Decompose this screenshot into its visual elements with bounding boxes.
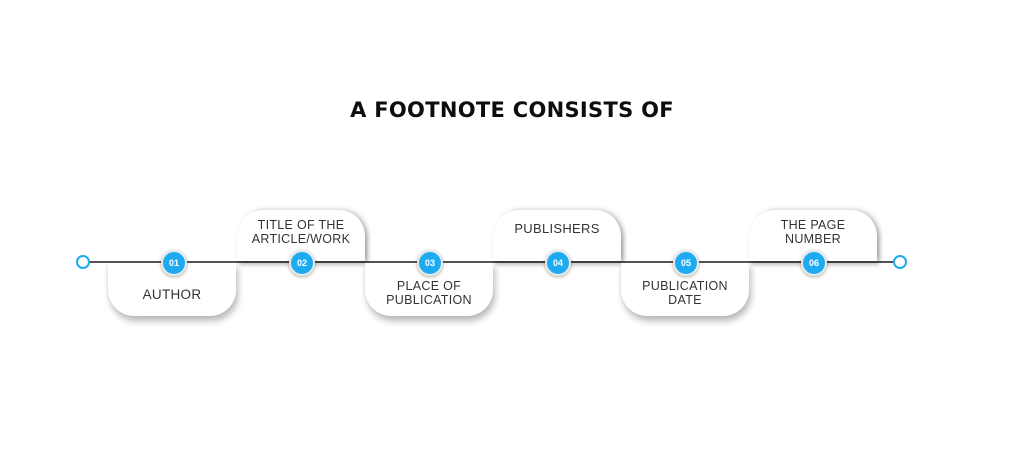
step-label-line2: ARTICLE/WORK — [251, 231, 351, 246]
diagram-title: A FOOTNOTE CONSISTS OF — [350, 98, 674, 122]
step-number-badge: 06 — [801, 250, 827, 276]
step-label-line1: PUBLICATION — [642, 278, 728, 293]
step-label-line1: TITLE OF THE — [257, 217, 345, 232]
step-number-badge: 01 — [161, 250, 187, 276]
step-label-line1: THE PAGE — [780, 217, 846, 232]
timeline-line — [88, 261, 894, 263]
step-number-badge: 02 — [289, 250, 315, 276]
step-label-line2: NUMBER — [785, 231, 841, 246]
timeline-start-circle-icon — [76, 255, 90, 269]
step-number-badge: 05 — [673, 250, 699, 276]
step-number-badge: 04 — [545, 250, 571, 276]
step-label-line1: PUBLISHERS — [514, 221, 600, 236]
step-label-line1: AUTHOR — [142, 286, 202, 302]
timeline-end-circle-icon — [893, 255, 907, 269]
step-card-author: AUTHOR — [108, 263, 236, 316]
step-label-line2: DATE — [668, 292, 702, 307]
step-label-line2: PUBLICATION — [386, 292, 472, 307]
step-card-title-of-article: TITLE OF THE ARTICLE/WORK — [237, 210, 365, 261]
step-number-badge: 03 — [417, 250, 443, 276]
step-label-line1: PLACE OF — [396, 278, 462, 293]
